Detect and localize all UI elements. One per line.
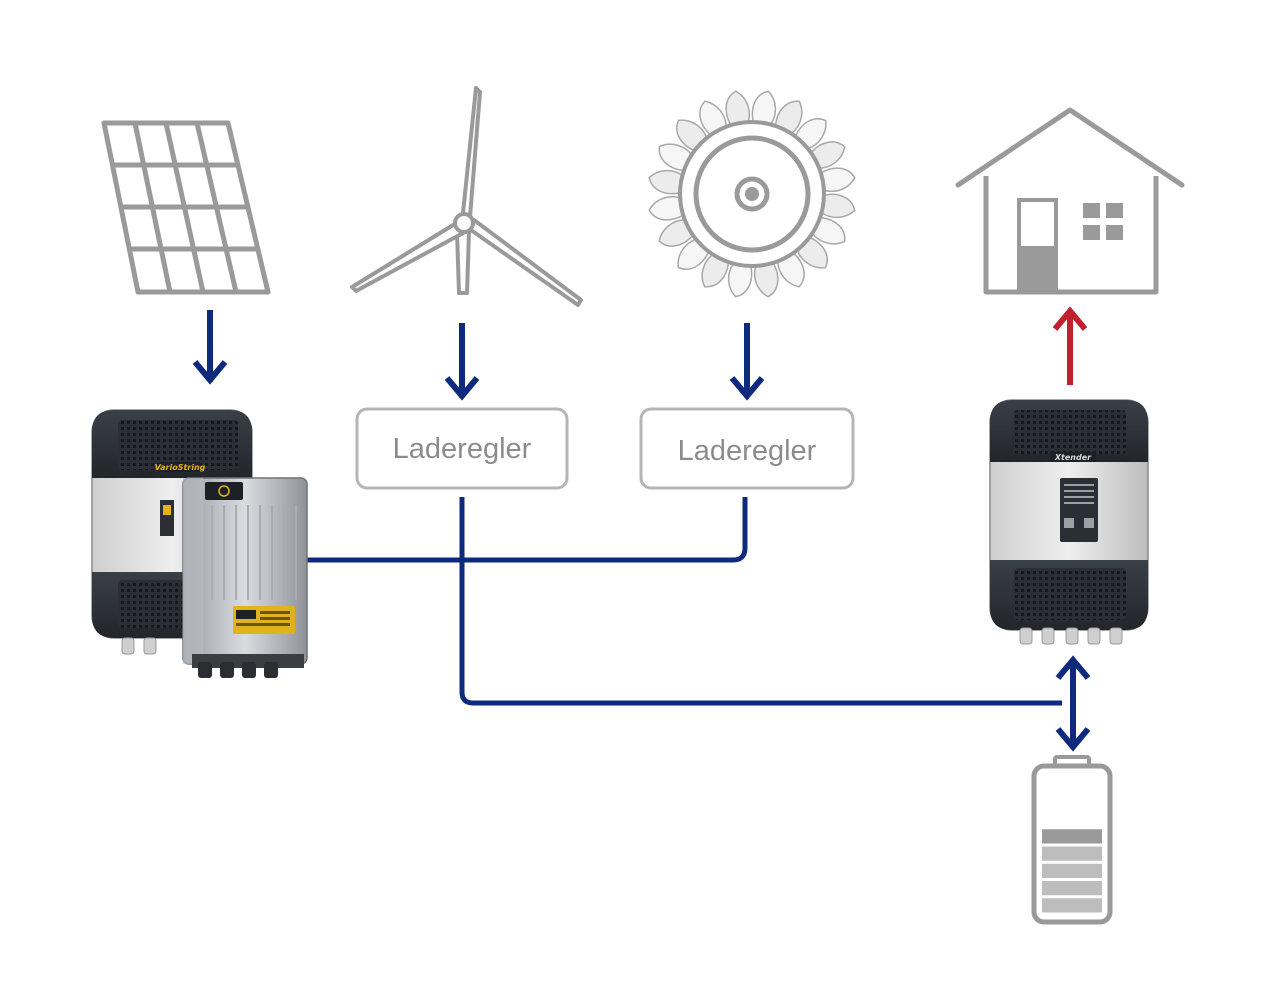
turbine-bucket xyxy=(751,90,777,125)
battery-icon xyxy=(1031,755,1113,925)
xtender-device: Xtender xyxy=(989,399,1149,645)
arrow-water-down xyxy=(729,323,765,401)
turbine-bucket xyxy=(727,263,753,298)
flow-lines xyxy=(305,497,1062,706)
wind-turbine-icon xyxy=(350,86,583,307)
turbine-bucket xyxy=(777,252,805,288)
charge-controller-box-1: Laderegler xyxy=(355,407,569,490)
turbine-bucket xyxy=(810,141,846,169)
turbine-bucket xyxy=(753,262,779,298)
arrow-solar-down xyxy=(192,310,228,385)
battery-cell xyxy=(1042,898,1102,913)
varioString-device: VarioString xyxy=(91,409,308,678)
battery-level xyxy=(1042,777,1102,913)
turbine-bucket xyxy=(774,100,803,135)
turbine-bucket xyxy=(658,143,693,172)
turbine-bucket xyxy=(820,167,856,193)
turbine-bucket xyxy=(701,253,730,288)
turbine-bucket xyxy=(648,195,684,221)
arrow-load-up xyxy=(1052,306,1088,385)
charge-controller-box-2: Laderegler xyxy=(639,407,855,490)
house-icon xyxy=(955,107,1185,295)
arrow-inverter-battery xyxy=(1055,655,1091,752)
device-brand-label: VarioString xyxy=(155,463,206,472)
battery-cell xyxy=(1042,881,1102,896)
line-controller2-to-bus xyxy=(305,497,748,563)
turbine-bucket xyxy=(821,193,856,219)
battery-cell xyxy=(1042,829,1102,844)
battery-cell xyxy=(1042,794,1102,809)
device-brand-label: Xtender xyxy=(1054,453,1092,462)
arrow-wind-down xyxy=(444,323,480,401)
charge-controller-label: Laderegler xyxy=(678,435,817,467)
solar-panel-icon xyxy=(101,120,271,295)
battery-cell xyxy=(1042,863,1102,878)
battery-cell xyxy=(1042,846,1102,861)
turbine-bucket xyxy=(725,90,751,126)
charge-controller-label: Laderegler xyxy=(393,433,532,465)
battery-cell xyxy=(1042,812,1102,827)
battery-cell xyxy=(1042,777,1102,792)
turbine-bucket xyxy=(658,219,694,247)
line-controller1-to-battery xyxy=(459,497,1062,706)
turbine-bucket xyxy=(811,216,846,245)
water-turbine-icon xyxy=(648,90,856,298)
turbine-bucket xyxy=(648,169,683,195)
turbine-bucket xyxy=(699,100,727,136)
